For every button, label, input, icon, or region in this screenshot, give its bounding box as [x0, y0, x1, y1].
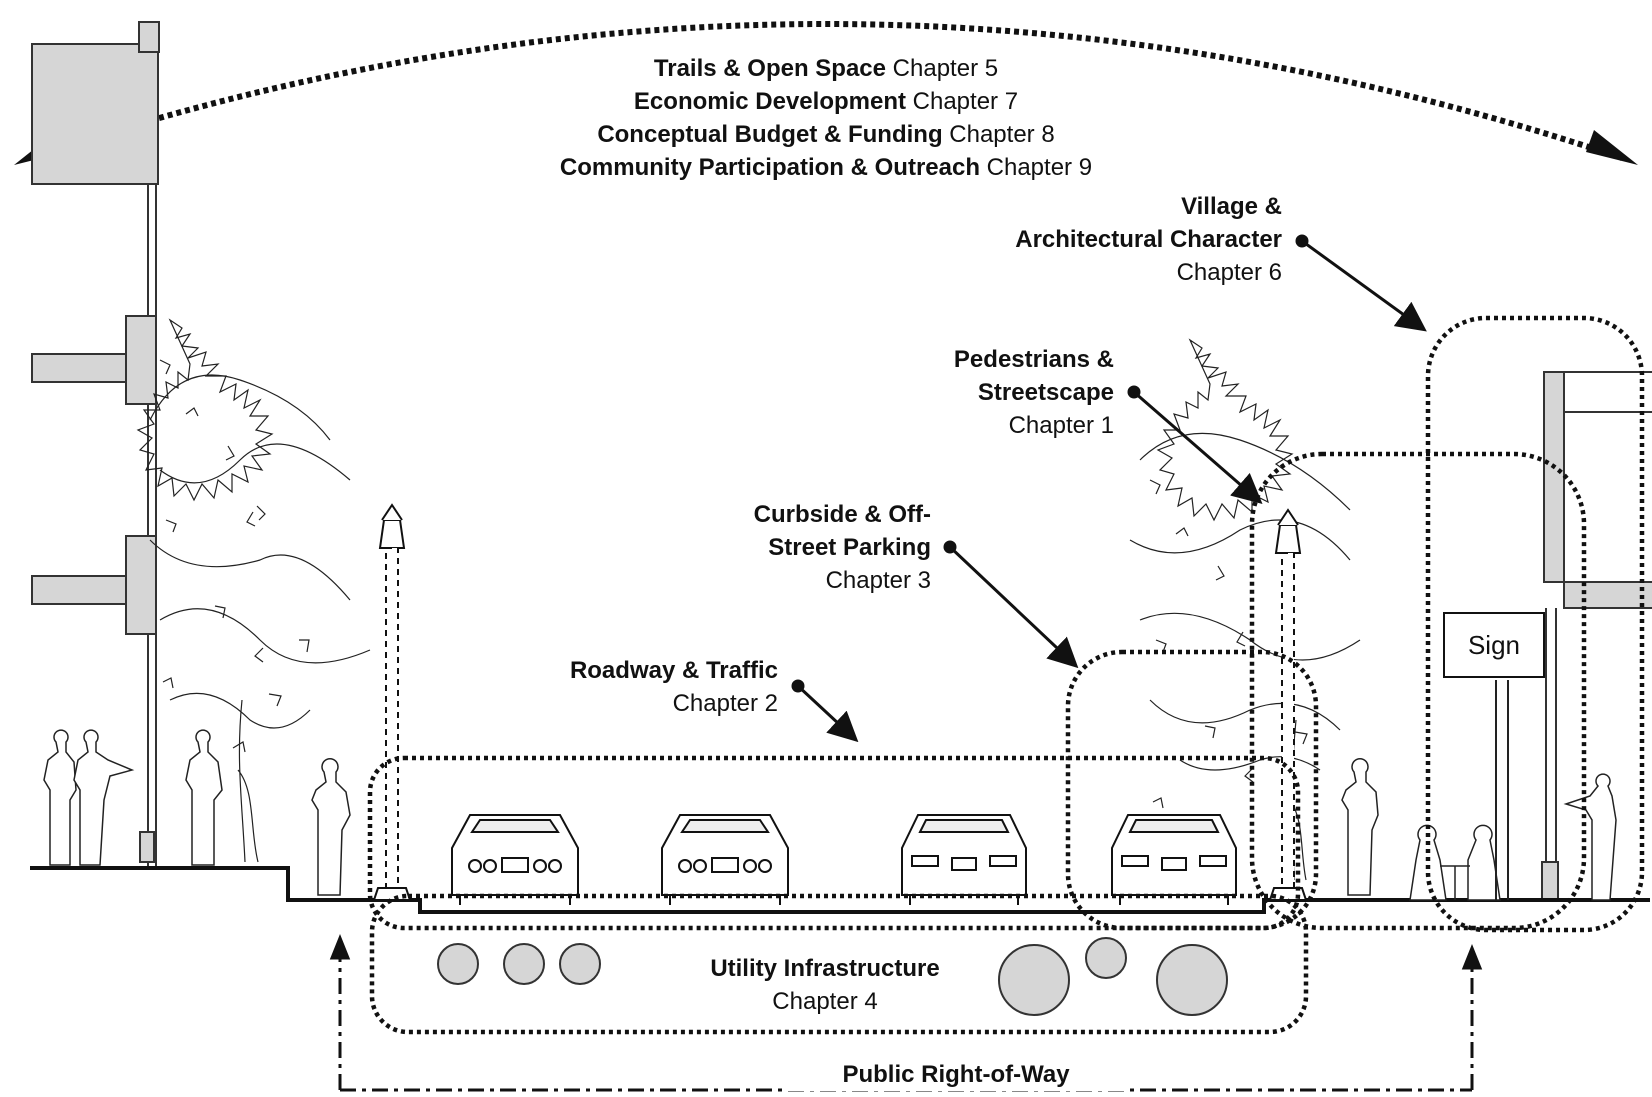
top-chapter-row: Conceptual Budget & Funding Chapter 8: [476, 118, 1176, 151]
parking-chapter: Chapter 3: [825, 567, 931, 594]
sign-post: [1495, 680, 1509, 900]
top-chapter-row: Economic Development Chapter 7: [476, 85, 1176, 118]
sign-panel: Sign: [1443, 612, 1545, 678]
top-chapters: Trails & Open Space Chapter 5 Economic D…: [476, 52, 1176, 184]
village-label: Village & Architectural Character Chapte…: [1015, 190, 1282, 289]
utility-label: Utility Infrastructure Chapter 4: [690, 952, 960, 1018]
leader-arrows: [791, 234, 1427, 743]
tree-right: [1129, 338, 1361, 881]
right-of-way-text: Public Right-of-Way: [842, 1061, 1070, 1088]
top-chapter-row: Trails & Open Space Chapter 5: [476, 52, 1176, 85]
village-line2: Architectural Character: [1015, 226, 1282, 253]
parking-line1: Curbside & Off-: [753, 501, 931, 528]
pedestrians-line2: Streetscape: [977, 379, 1114, 406]
chapter-title: Community Participation & Outreach: [559, 154, 980, 181]
sign-text: Sign: [1467, 629, 1521, 660]
chapter-title: Trails & Open Space: [653, 55, 886, 82]
parking-label: Curbside & Off- Street Parking Chapter 3: [754, 498, 931, 597]
pedestrians-label: Pedestrians & Streetscape Chapter 1: [954, 343, 1114, 442]
street-lamp-left: [372, 503, 412, 901]
roadway-chapter: Chapter 2: [672, 690, 778, 717]
pedestrians-line1: Pedestrians &: [953, 346, 1114, 373]
car-1: [451, 814, 579, 905]
zone-outlines: [367, 315, 1645, 1035]
left-building: [31, 21, 160, 868]
tree-left: [136, 318, 371, 863]
car-3: [901, 814, 1027, 905]
chapter-title: Economic Development: [633, 88, 906, 115]
top-chapter-row: Community Participation & Outreach Chapt…: [476, 151, 1176, 184]
utility-chapter: Chapter 4: [772, 988, 878, 1015]
chapter-title: Conceptual Budget & Funding: [597, 121, 943, 148]
chapter-number: Chapter 5: [892, 55, 999, 82]
roadway-label: Roadway & Traffic Chapter 2: [570, 654, 778, 720]
right-of-way-label: Public Right-of-Way: [786, 1058, 1126, 1091]
utility-pipes: [437, 937, 1228, 1016]
village-line1: Village &: [1181, 193, 1282, 220]
roadway-zone: [367, 755, 1301, 931]
ground-line: [30, 866, 1650, 914]
village-zone: [1425, 315, 1645, 933]
car-2: [661, 814, 789, 905]
pedestrian-zone: [1249, 451, 1587, 931]
scope-arc: [29, 21, 1623, 161]
parking-zone: [1065, 649, 1319, 931]
chapter-number: Chapter 9: [986, 154, 1093, 181]
roadway-title: Roadway & Traffic: [569, 657, 778, 684]
utility-title: Utility Infrastructure: [710, 955, 940, 982]
parking-line2: Street Parking: [768, 534, 931, 561]
pedestrians-chapter: Chapter 1: [1008, 412, 1114, 439]
car-4: [1111, 814, 1237, 905]
village-chapter: Chapter 6: [1176, 259, 1282, 286]
people-left: [43, 729, 1617, 901]
arc-right-arrowhead: [1586, 130, 1638, 165]
street-lamp-right: [1268, 508, 1308, 901]
chapter-number: Chapter 8: [949, 121, 1055, 148]
chapter-number: Chapter 7: [912, 88, 1019, 115]
right-building: [1541, 371, 1652, 901]
